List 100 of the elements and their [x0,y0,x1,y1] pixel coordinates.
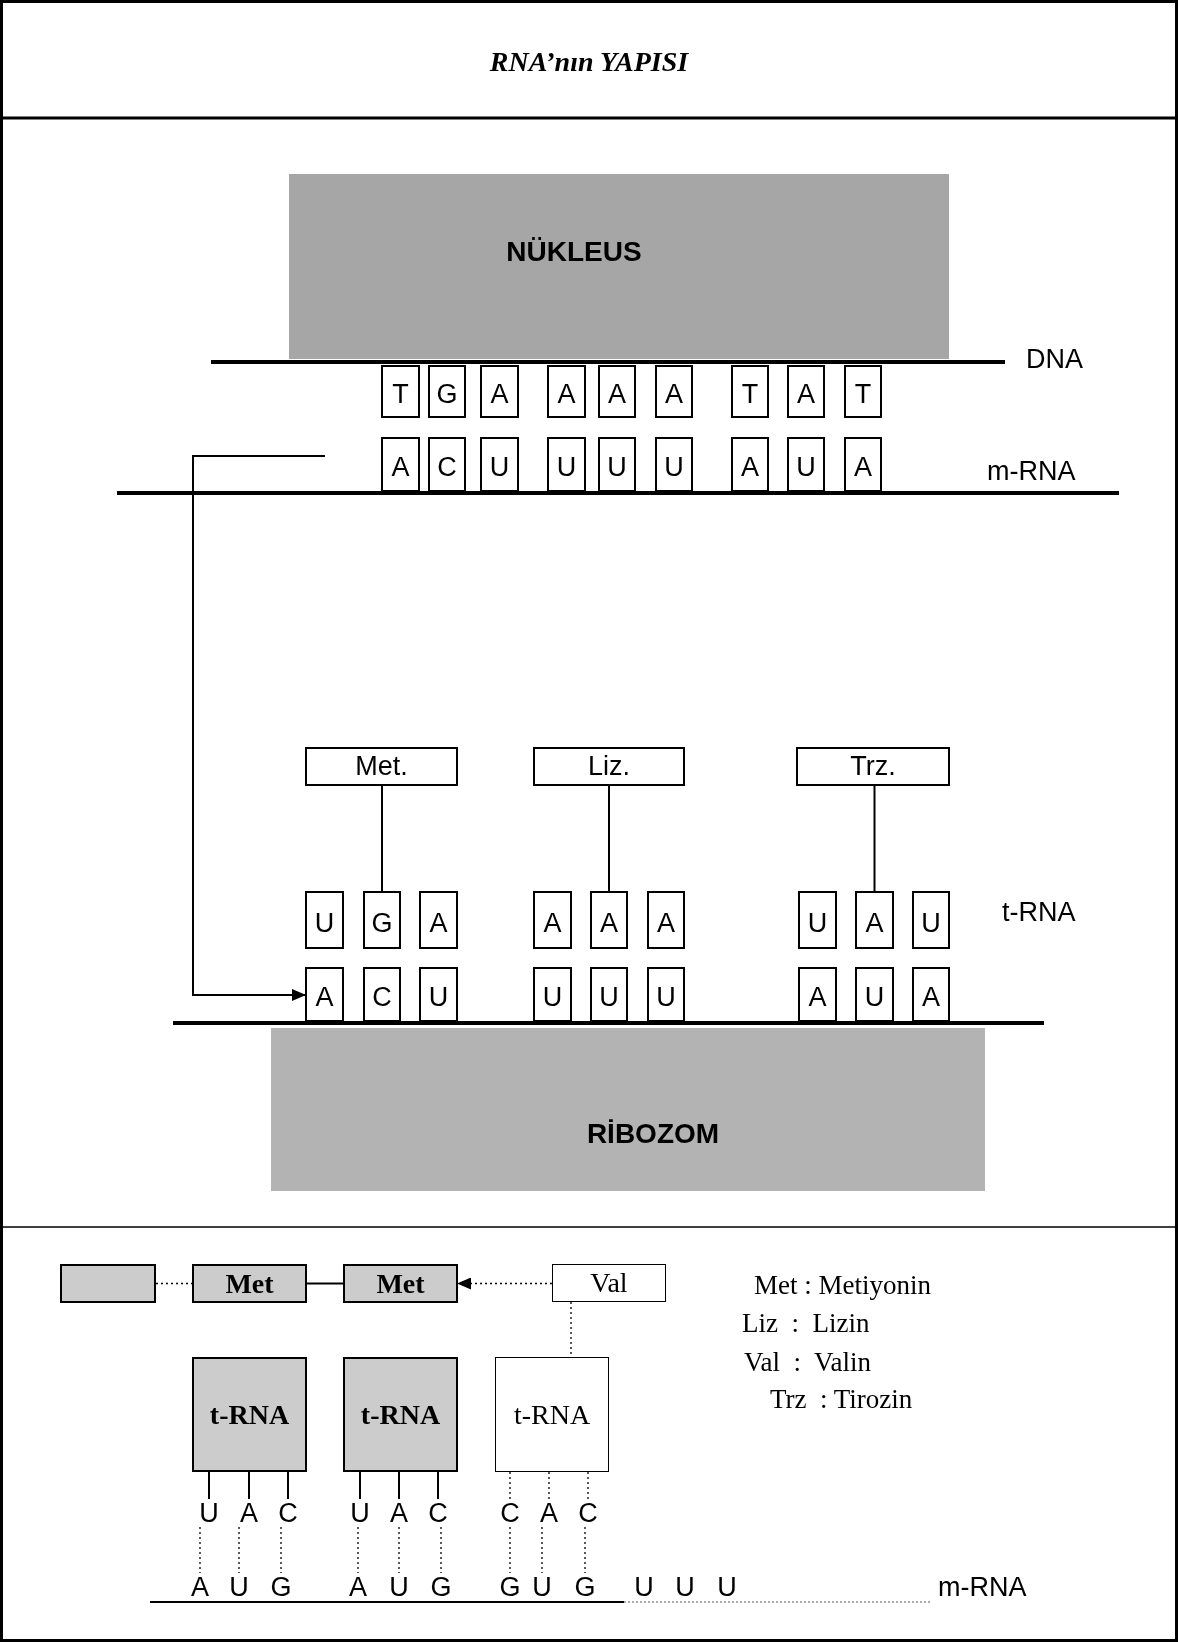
nucleotide-box: A [419,891,458,949]
connector-line [587,1471,589,1500]
nucleotide-box: A [855,891,894,949]
trna-box: t-RNA [343,1357,458,1472]
nucleotide-letter: U [714,1573,740,1601]
nucleotide-letter: C [497,1499,523,1527]
trna-box: t-RNA [192,1357,307,1472]
amino-acid-box: Val [552,1264,666,1302]
nucleotide-letter: A [187,1573,213,1601]
legend-text: Trz : Tirozin [770,1386,913,1413]
connector-line [280,1526,282,1574]
nucleotide-box: U [855,967,894,1022]
nucleotide-box: U [655,437,693,492]
connector-line [509,1471,511,1500]
nucleotide-box: T [731,365,769,418]
nucleotide-letter: A [345,1573,371,1601]
nucleotide-letter: G [497,1573,523,1601]
nucleotide-box: T [844,365,882,418]
strand-label: m-RNA [938,1574,1027,1601]
nucleotide-box: G [428,365,466,418]
connector-line [509,1526,511,1574]
legend-text: Met : Metiyonin [754,1272,931,1299]
connector-line [359,1471,361,1500]
connector-line [248,1471,250,1500]
nucleotide-letter: A [536,1499,562,1527]
nucleotide-letter: U [196,1499,222,1527]
nucleotide-box: U [787,437,825,492]
trna-box: t-RNA [495,1357,609,1472]
connector-line [873,785,876,892]
nucleotide-box: A [598,365,636,418]
ribosome-block: RİBOZOM [271,1028,985,1191]
nucleus-block: NÜKLEUS [289,174,949,359]
nucleotide-box: T [381,365,420,418]
strand-label: DNA [1026,346,1083,373]
nucleotide-box: U [480,437,519,492]
amino-acid-box: Met. [305,747,458,786]
nucleotide-box: G [363,891,401,949]
nucleotide-letter: U [631,1573,657,1601]
nucleotide-box: U [419,967,458,1022]
nucleotide-letter: U [529,1573,555,1601]
nucleotide-letter: C [575,1499,601,1527]
nucleotide-box: A [590,891,628,949]
nucleotide-box: U [590,967,628,1022]
amino-acid-box: Trz. [796,747,950,786]
connector-line [357,1526,359,1574]
nucleotide-letter: C [275,1499,301,1527]
connector-line [548,1471,550,1500]
strand-label: m-RNA [987,458,1076,485]
nucleotide-box: C [363,967,401,1022]
nucleotide-letter: C [425,1499,451,1527]
nucleotide-box: A [533,891,572,949]
nucleotide-box: A [655,365,693,418]
connector-line [306,1282,344,1285]
nucleotide-letter: G [268,1573,294,1601]
nucleotide-letter: U [672,1573,698,1601]
title: RNA’nın YAPISI [488,46,690,78]
amino-acid-box: Met [192,1264,307,1303]
legend-text: Liz : Lizin [742,1310,870,1337]
strand-label: t-RNA [1002,899,1076,926]
connector-line [584,1526,586,1574]
amino-acid-box: Liz. [533,747,685,786]
nucleotide-box: U [798,891,837,949]
nucleotide-box: C [428,437,466,492]
nucleotide-box: U [533,967,572,1022]
nucleotide-box: A [647,891,685,949]
connector-line [541,1526,543,1574]
arrow [457,1277,553,1290]
connector-line [208,1471,210,1500]
chain-box [60,1264,156,1303]
connector-line [608,785,610,892]
nucleotide-box: A [731,437,769,492]
nucleotide-letter: U [386,1573,412,1601]
nucleotide-letter: A [386,1499,412,1527]
connector-line [437,1471,439,1500]
connector-line [381,785,383,892]
nucleotide-box: A [912,967,950,1022]
nucleotide-box: A [844,437,882,492]
nucleotide-letter: A [236,1499,262,1527]
connector-line [238,1526,240,1574]
nucleotide-letter: U [226,1573,252,1601]
amino-acid-box: Met [343,1264,458,1303]
arrow [192,455,326,1001]
nucleotide-box: A [798,967,837,1022]
nucleotide-box: U [598,437,636,492]
nucleotide-letter: G [572,1573,598,1601]
nucleotide-box: A [381,437,420,492]
connector-line [199,1526,201,1574]
legend-text: Val : Valin [744,1349,871,1376]
nucleotide-box: A [480,365,519,418]
nucleotide-box: U [647,967,685,1022]
nucleotide-box: A [547,365,586,418]
nucleotide-letter: U [347,1499,373,1527]
connector-line [440,1526,442,1574]
connector-line [287,1471,289,1500]
connector-line [398,1526,400,1574]
nucleotide-box: A [305,967,344,1022]
nucleotide-box: U [305,891,344,949]
nucleotide-letter: G [428,1573,454,1601]
connector-line [398,1471,400,1500]
nucleotide-box: U [547,437,586,492]
